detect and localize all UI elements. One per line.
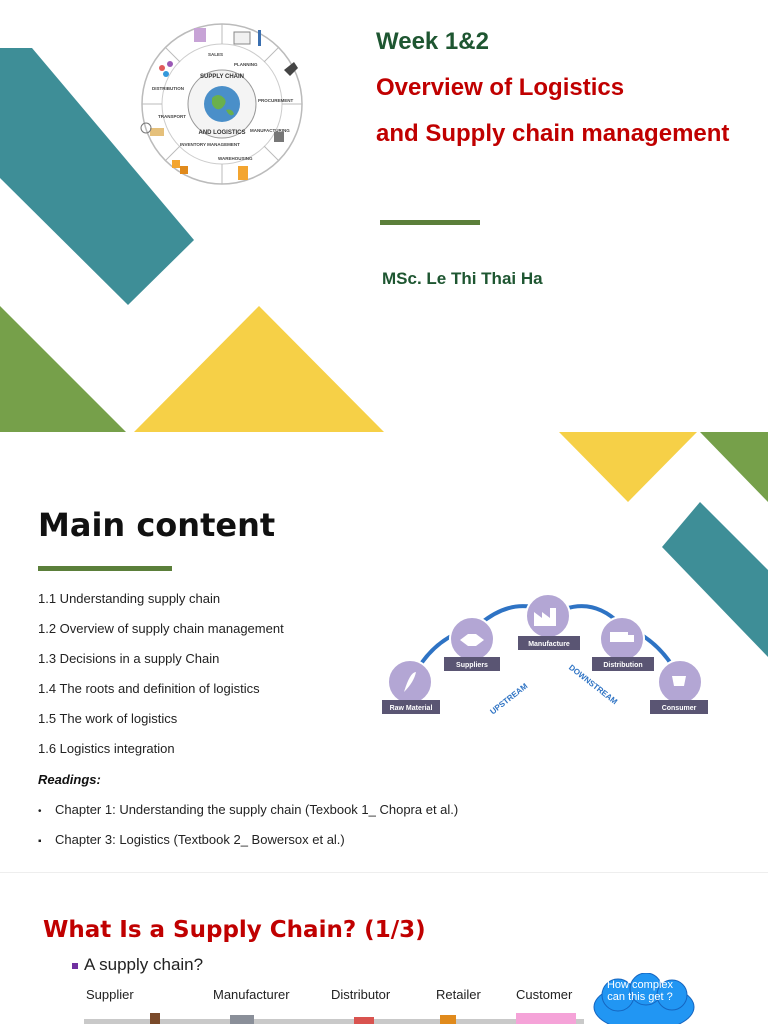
stage-label-supplier: Supplier — [86, 987, 134, 1002]
stage-label-retailer: Retailer — [436, 987, 481, 1002]
box-icon — [180, 166, 188, 174]
bullet: • — [38, 806, 42, 817]
svg-text:Raw Material: Raw Material — [390, 705, 433, 712]
clock-icon — [140, 122, 152, 134]
svg-text:MANUFACTURING: MANUFACTURING — [250, 128, 290, 133]
factory-icon — [534, 608, 556, 626]
svg-text:DISTRIBUTION: DISTRIBUTION — [152, 86, 184, 91]
title-line-1: Overview of Logistics — [376, 74, 625, 101]
title-line-2: and Supply chain management — [376, 120, 730, 147]
topic-item: 1.2 Overview of supply chain management — [38, 621, 284, 636]
truck-icon — [150, 128, 164, 136]
topic-item: 1.5 The work of logistics — [38, 711, 178, 726]
cloud-text: How complex can this get ? — [606, 979, 674, 1003]
handshake-icon — [460, 634, 484, 646]
planning-board-icon — [233, 31, 251, 45]
decorative-shapes — [0, 48, 384, 432]
reading-item: ▪ Chapter 3: Logistics (Textbook 2_ Bower… — [38, 832, 345, 847]
manufacture-node: Manufacture — [518, 594, 580, 650]
reading-text: Chapter 3: Logistics (Textbook 2_ Bowers… — [55, 832, 345, 847]
bullet-item: A supply chain? — [72, 955, 203, 975]
page-title: Main content — [38, 506, 276, 544]
author-name: MSc. Le Thi Thai Ha — [382, 269, 543, 288]
truck-icon — [354, 1017, 374, 1024]
bullet: ▪ — [38, 836, 42, 847]
supply-chain-illustration — [84, 1013, 584, 1024]
svg-text:TRANSPORT: TRANSPORT — [158, 114, 186, 119]
supply-chain-wheel-graphic: SUPPLY CHAIN AND LOGISTICS SALES PLANNIN… — [140, 23, 303, 185]
speech-cloud-icon — [593, 973, 695, 1024]
sales-icon — [194, 28, 206, 42]
supply-chain-diagram: Raw Material Suppliers Manufacture Distr… — [382, 594, 708, 716]
green-triangle — [700, 432, 768, 502]
svg-text:PROCUREMENT: PROCUREMENT — [258, 98, 294, 103]
stage-label-manufacturer: Manufacturer — [213, 987, 290, 1002]
svg-text:INVENTORY MANAGEMENT: INVENTORY MANAGEMENT — [180, 142, 240, 147]
main-content-slide: Main content 1.1 Understanding supply ch… — [0, 432, 768, 872]
svg-text:Manufacture: Manufacture — [528, 641, 570, 648]
wheat-icon — [404, 672, 416, 692]
person-icon — [258, 30, 261, 46]
title-slide: SUPPLY CHAIN AND LOGISTICS SALES PLANNIN… — [0, 0, 768, 432]
building-icon — [230, 1015, 254, 1024]
svg-text:SALES: SALES — [208, 52, 223, 57]
svg-text:Suppliers: Suppliers — [456, 662, 488, 669]
shopping-cart-icon — [672, 676, 686, 686]
green-triangle — [0, 306, 126, 432]
reading-item: • Chapter 1: Understanding the supply cha… — [38, 802, 458, 817]
week-label: Week 1&2 — [376, 28, 489, 55]
slide-title: What Is a Supply Chain? (1/3) — [43, 917, 426, 943]
topic-item: 1.3 Decisions in a supply Chain — [38, 651, 220, 666]
svg-text:Distribution: Distribution — [603, 662, 642, 669]
teal-diagonal-band — [0, 48, 194, 305]
network-icon — [159, 65, 165, 71]
svg-text:WAREHOUSING: WAREHOUSING — [218, 156, 253, 161]
supply-chain-slide: What Is a Supply Chain? (1/3) A supply c… — [0, 872, 768, 1024]
handshake-icon — [284, 62, 298, 76]
distribution-node: Distribution — [592, 616, 654, 671]
stage-label-distributor: Distributor — [331, 987, 391, 1002]
svg-text:AND LOGISTICS: AND LOGISTICS — [198, 130, 245, 136]
topic-item: 1.6 Logistics integration — [38, 741, 175, 756]
factory-icon — [150, 1013, 160, 1024]
svg-text:PLANNING: PLANNING — [234, 62, 258, 67]
divider-bar — [38, 566, 172, 571]
store-icon — [440, 1015, 456, 1024]
customer-icon — [516, 1013, 576, 1024]
consumer-node: Consumer — [650, 659, 708, 714]
upstream-label: UPSTREAM — [488, 681, 529, 716]
svg-text:SUPPLY CHAIN: SUPPLY CHAIN — [200, 74, 244, 80]
bullet-text: A supply chain? — [84, 955, 204, 974]
yellow-triangle — [134, 306, 384, 432]
svg-text:Consumer: Consumer — [662, 705, 697, 712]
reading-text: Chapter 1: Understanding the supply chai… — [55, 802, 459, 817]
topic-item: 1.4 The roots and definition of logistic… — [38, 681, 260, 696]
readings-label: Readings: — [38, 772, 101, 787]
robot-arm-icon — [274, 132, 284, 142]
divider-bar — [380, 220, 480, 225]
truck-icon — [610, 632, 628, 642]
teal-diagonal-band — [662, 502, 768, 657]
raw-material-node: Raw Material — [382, 659, 440, 714]
square-bullet-icon — [72, 962, 78, 969]
stage-label-customer: Customer — [516, 987, 573, 1002]
box-icon — [172, 160, 180, 168]
decorative-shapes — [559, 432, 768, 657]
topic-item: 1.1 Understanding supply chain — [38, 591, 221, 606]
yellow-triangle — [559, 432, 697, 502]
suppliers-node: Suppliers — [444, 616, 500, 671]
hand-truck-icon — [238, 166, 248, 180]
